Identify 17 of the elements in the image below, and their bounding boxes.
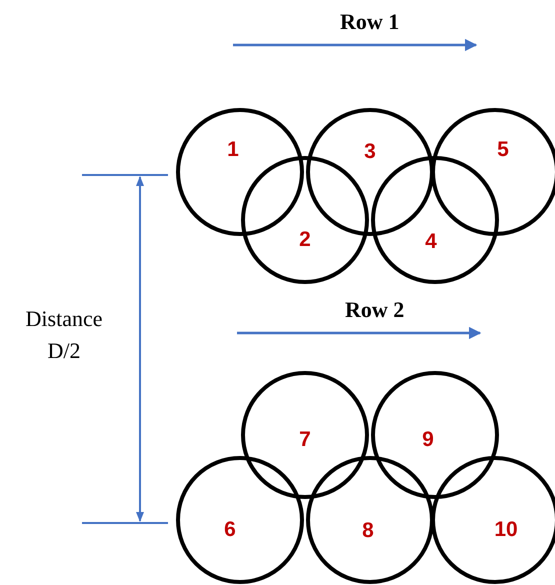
circle-number: 1 xyxy=(227,139,239,161)
circle xyxy=(241,371,369,499)
circle-number: 8 xyxy=(362,520,374,542)
circle-number: 2 xyxy=(299,229,311,251)
circle-number: 5 xyxy=(497,139,509,161)
circle xyxy=(371,371,499,499)
circle-number: 4 xyxy=(425,231,437,253)
circle-number: 3 xyxy=(364,141,376,163)
circle-number: 10 xyxy=(494,519,518,541)
row-label: Row 2 xyxy=(345,296,404,324)
circle xyxy=(176,456,304,584)
circle xyxy=(306,456,434,584)
circle-number: 6 xyxy=(224,519,236,541)
row-label: Row 1 xyxy=(340,8,400,36)
dimension-label: Distance D/2 xyxy=(24,305,104,365)
circle-number: 7 xyxy=(299,429,311,451)
circle-number: 9 xyxy=(422,429,434,451)
